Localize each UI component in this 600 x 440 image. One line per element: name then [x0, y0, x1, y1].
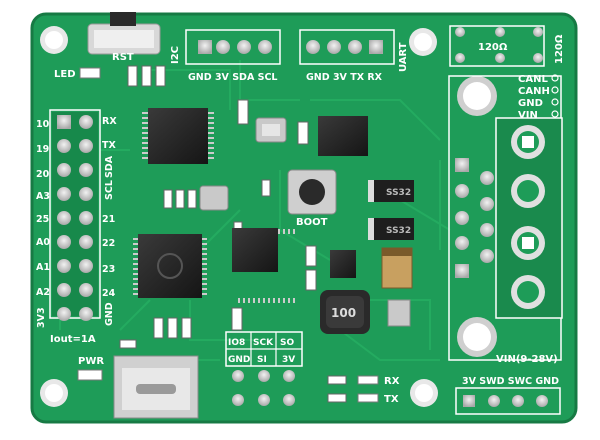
- rx-led: [357, 375, 379, 385]
- ic-tssop-left: [142, 108, 214, 164]
- resistor-120-label-vertical: 120Ω: [554, 34, 565, 64]
- header-pad: [79, 283, 93, 297]
- header-pad: [57, 211, 71, 225]
- can-terminal-block: [448, 75, 563, 361]
- spi-gnd-label: GND: [228, 355, 250, 365]
- header-pad: [79, 259, 93, 273]
- i2c-label: I2C: [170, 46, 181, 64]
- header-pad: [79, 211, 93, 225]
- ic-soic-top-right: [318, 116, 368, 156]
- uart-pin-labels: GND 3V TX RX: [306, 72, 383, 83]
- gpio-header: [49, 109, 101, 319]
- pwr-label: PWR: [78, 356, 104, 367]
- pin-label: A0: [36, 237, 50, 248]
- capacitor-tantalum: [381, 247, 413, 289]
- header-pad: [57, 307, 71, 321]
- capacitor-bottom: [387, 299, 411, 327]
- diode-top: [368, 180, 414, 202]
- pin-label: 23: [102, 264, 115, 275]
- spi-so-label: SO: [280, 338, 294, 348]
- spi-io8-label: IO8: [228, 338, 245, 348]
- header-pad: [57, 259, 71, 273]
- diode-bottom-label: SS32: [386, 226, 411, 236]
- gpio-header-pads: [57, 115, 93, 321]
- swd-header: [455, 387, 561, 415]
- uart-header: [299, 29, 395, 65]
- spi-sck-label: SCK: [253, 338, 274, 348]
- diode-top-label: SS32: [386, 188, 411, 198]
- pin-label: 20: [36, 169, 50, 180]
- pin-label: 19: [36, 144, 49, 155]
- header-pad: [79, 163, 93, 177]
- header-pad: [79, 139, 93, 153]
- pin-label: 3V3: [36, 307, 47, 328]
- pin-label: 24: [102, 288, 116, 299]
- pin-label: SCL: [104, 180, 115, 200]
- inductor: [320, 290, 370, 334]
- can-transceiver-chip: [232, 228, 278, 272]
- spi-header: [225, 331, 303, 406]
- tx-led: [357, 393, 379, 403]
- regulator-chip: [330, 250, 356, 278]
- resistor-120-label: 120Ω: [478, 42, 508, 53]
- spi-3v-label: 3V: [282, 355, 295, 365]
- gpio-left-labels: 10 19 20 A3 25 A0 A1 A2 3V3: [36, 119, 50, 328]
- termination-jumpers: [449, 25, 545, 67]
- header-pad: [79, 115, 93, 129]
- rx-label: RX: [384, 376, 400, 387]
- reset-button: [87, 12, 161, 55]
- gnd-label: GND: [518, 98, 543, 109]
- pin-label: SDA: [104, 155, 115, 178]
- boot-button: [287, 169, 337, 215]
- header-pad: [57, 187, 71, 201]
- canl-label: CANL: [518, 74, 548, 85]
- swd-pin-labels: 3V SWD SWC GND: [462, 376, 559, 387]
- canh-label: CANH: [518, 86, 550, 97]
- inductor-label: 100: [331, 306, 356, 320]
- spi-si-label: SI: [257, 355, 267, 365]
- header-pad: [57, 115, 71, 129]
- pin-label: A2: [36, 287, 50, 298]
- boot-label: BOOT: [296, 217, 328, 228]
- pin-label: A3: [36, 191, 50, 202]
- usb-connector: [113, 355, 199, 419]
- header-pad: [57, 283, 71, 297]
- pwr-led: [77, 369, 103, 381]
- copper-traces: [59, 60, 451, 361]
- rst-label: RST: [112, 52, 134, 63]
- mounting-holes: [40, 26, 497, 407]
- header-pad: [57, 235, 71, 249]
- crystal: [255, 117, 287, 143]
- i2c-header: [185, 29, 281, 65]
- pin-label: TX: [102, 140, 116, 151]
- header-pad: [57, 139, 71, 153]
- vin-label: VIN: [518, 110, 538, 121]
- mcu-chip: [133, 229, 295, 303]
- uart-label: UART: [398, 42, 409, 72]
- tx-label: TX: [384, 394, 399, 405]
- pin-label: 25: [36, 214, 49, 225]
- pin-label: RX: [102, 116, 117, 127]
- led-label: LED: [54, 69, 76, 80]
- i2c-pin-labels: GND 3V SDA SCL: [188, 72, 277, 83]
- pin-label: A1: [36, 262, 50, 273]
- led-component: [79, 67, 101, 79]
- pin-label: GND: [104, 302, 115, 326]
- pin-label: 22: [102, 238, 115, 249]
- crystal-small: [199, 185, 229, 211]
- header-pad: [79, 187, 93, 201]
- header-pad: [79, 235, 93, 249]
- header-pad: [57, 163, 71, 177]
- iout-label: Iout=1A: [50, 334, 96, 345]
- vin-range-label: VIN(9-28V): [496, 354, 558, 365]
- gpio-right-labels: RX TX SCL SDA 21 22 23 24 GND: [102, 116, 117, 326]
- pin-label: 21: [102, 214, 115, 225]
- header-pad: [79, 307, 93, 321]
- pin-label: 10: [36, 119, 50, 130]
- diode-bottom: [368, 218, 414, 240]
